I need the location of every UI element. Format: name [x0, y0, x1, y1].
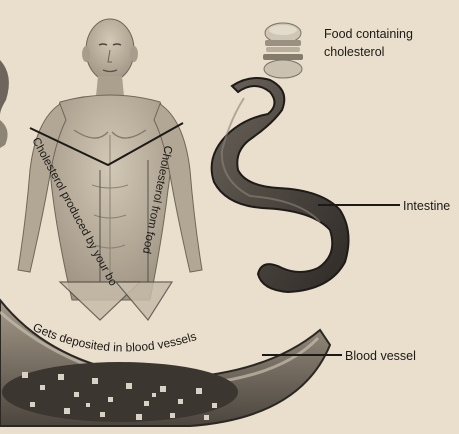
intestine-label: Intestine	[403, 199, 450, 213]
food-label-line2: cholesterol	[324, 45, 384, 59]
food-label-line1: Food containing	[324, 27, 413, 41]
blood-vessel-label: Blood vessel	[345, 349, 416, 363]
food-burger-icon	[263, 23, 303, 78]
